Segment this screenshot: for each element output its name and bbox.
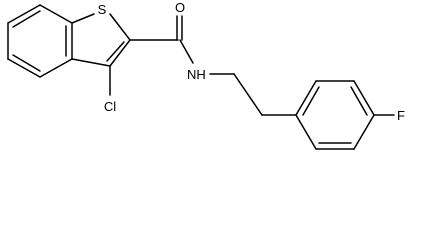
bond-ph-double-a xyxy=(302,86,320,116)
bond-benzo-4 xyxy=(7,58,41,78)
thiophene-ring xyxy=(71,13,131,67)
carboxamide-group xyxy=(129,15,194,64)
bond-ch2-ch2 xyxy=(233,73,263,116)
bond-carbonyl-n xyxy=(179,39,194,64)
atom-label-fluorine: F xyxy=(397,108,405,123)
bond-s-c2 xyxy=(109,13,131,41)
bond-c2-c3-double xyxy=(106,41,125,62)
bond-benzo-double-a xyxy=(12,10,41,28)
atom-label-oxygen: O xyxy=(175,0,185,15)
atom-label-nitrogen: NH xyxy=(187,67,206,82)
ethyl-linker xyxy=(209,73,297,116)
bond-ph-4 xyxy=(353,114,375,150)
bond-benzo-3 xyxy=(39,58,73,78)
bond-c7a-s xyxy=(71,13,95,24)
atom-label-chlorine: Cl xyxy=(104,99,116,114)
structure-canvas: S O NH Cl F xyxy=(7,0,405,150)
bond-benzo-6 xyxy=(7,4,41,24)
bond-c3-c3a xyxy=(71,58,111,67)
molecule-diagram: S O NH Cl F xyxy=(7,0,405,150)
bond-ph-3 xyxy=(353,80,375,116)
bond-benzo-double-b xyxy=(12,54,41,72)
fluorophenyl-ring xyxy=(295,80,375,150)
atom-label-sulfur: S xyxy=(98,2,107,17)
bond-ph-6 xyxy=(295,114,317,150)
bond-benzo-1 xyxy=(39,4,73,24)
bond-ph-double-b xyxy=(350,86,368,116)
benzo-ring xyxy=(7,4,73,78)
bond-ph-1 xyxy=(295,80,317,116)
bond-c2-c3 xyxy=(109,39,131,67)
